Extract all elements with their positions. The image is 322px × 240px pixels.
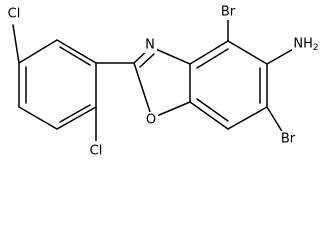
atom-amine-subscript: 2 xyxy=(313,43,319,53)
bond-c3a-c4 xyxy=(189,40,229,65)
atom-n-oxazole: N xyxy=(145,38,155,53)
bond-c4-c5 xyxy=(227,40,268,65)
atom-br-bottom: Br xyxy=(281,132,296,147)
atom-amine: NH2 xyxy=(293,37,318,54)
bond-n-c3a xyxy=(150,46,191,65)
bond-ph6-ph1 xyxy=(18,39,58,64)
bond-ph1-ph2 xyxy=(56,39,97,64)
atom-cl-bottom: Cl xyxy=(90,144,103,159)
atom-labels: Cl Cl N O Br Br NH2 xyxy=(4,4,320,159)
atom-o-oxazole: O xyxy=(146,113,156,128)
bond-c7-c7a-inner xyxy=(196,98,229,122)
atom-br-top: Br xyxy=(221,5,236,20)
bond-c2-n-inner xyxy=(139,53,155,68)
bond-c3a-c4-inner xyxy=(196,48,229,69)
bond-c6-br xyxy=(266,106,284,134)
bond-ph1-ph2-inner xyxy=(59,46,91,66)
bond-o-c7a xyxy=(151,101,191,119)
bond-c7-c7a xyxy=(189,101,229,130)
bonds xyxy=(12,14,296,147)
bond-c5-nh2 xyxy=(266,47,296,65)
bond-ph3-ph4-inner xyxy=(59,104,91,123)
chemical-structure-diagram: Cl Cl N O Br Br NH2 xyxy=(4,4,320,159)
bond-c2-o xyxy=(133,62,153,119)
bond-ph6-cl xyxy=(12,24,20,64)
bond-c6-c7 xyxy=(227,106,268,130)
bond-ph4-ph5 xyxy=(18,106,58,130)
atom-cl-top: Cl xyxy=(8,7,21,22)
bond-ph3-ph4 xyxy=(56,106,97,130)
